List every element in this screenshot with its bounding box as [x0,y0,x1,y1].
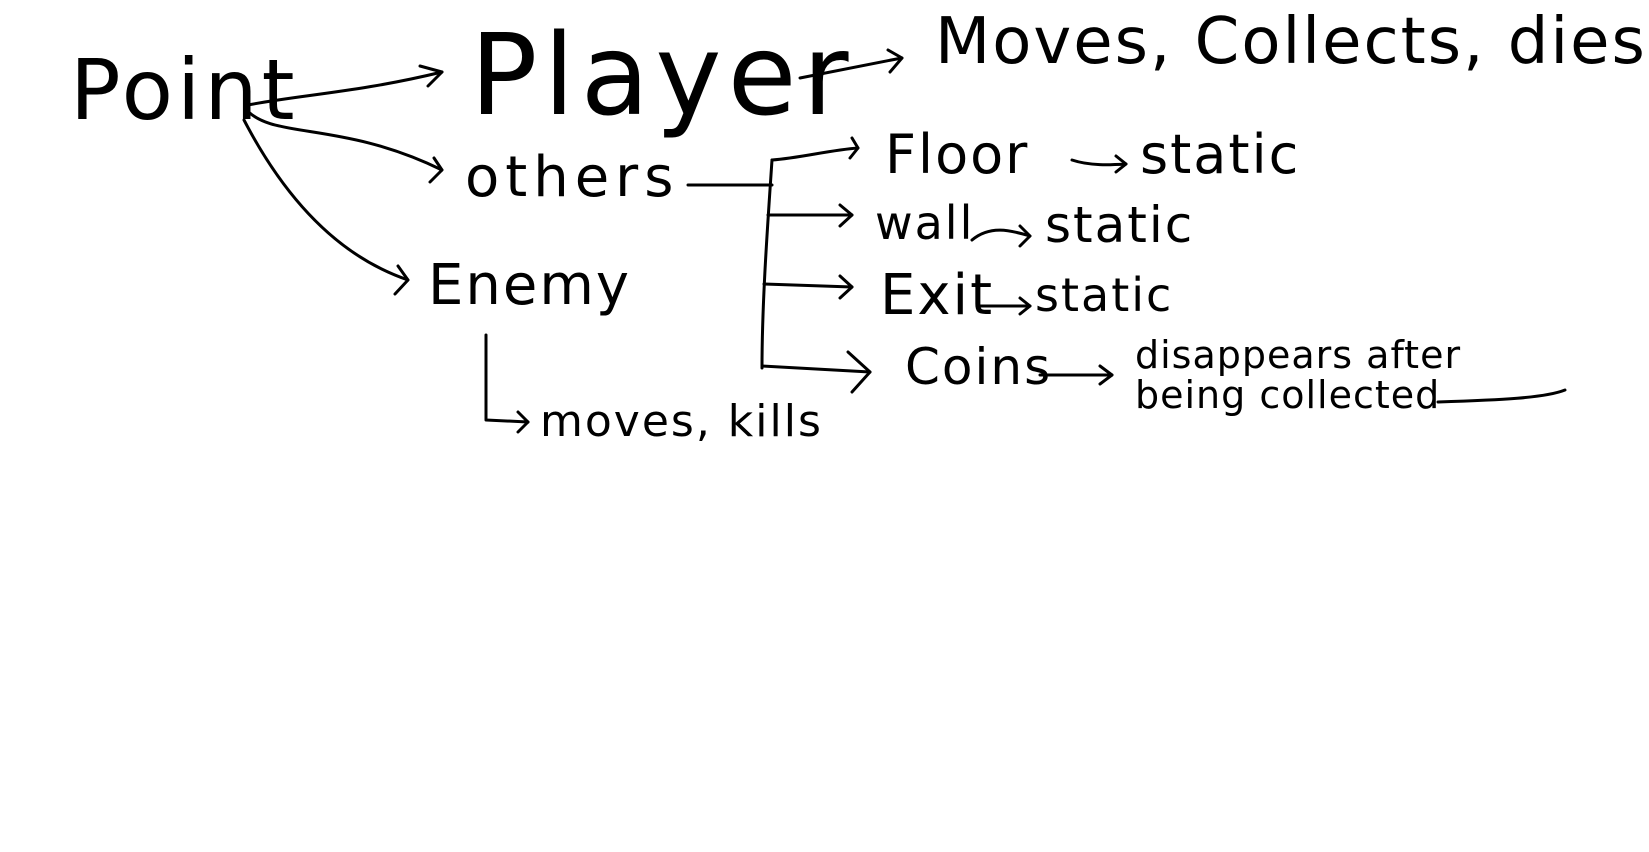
arrow-enemy-to-desc [484,333,530,424]
enemy-description: moves, kills [540,396,823,447]
underline-being [1436,388,1567,404]
arrow-wall-to-desc [970,228,1032,242]
arrowhead-wall-to-desc [1018,224,1032,248]
arrow-player-to-desc [798,56,904,80]
arrow-point-to-enemy [242,118,410,282]
arrowhead-others-to-floor [848,136,860,160]
node-coins: Coins [905,338,1053,396]
arrowhead-player-to-desc [886,48,904,74]
exit-description: static [1035,268,1174,322]
arrow-point-to-others [243,106,444,172]
arrow-others-to-coins [760,364,872,374]
arrowhead-point-to-enemy [393,264,410,296]
arrow-floor-to-desc [1070,158,1128,167]
arrow-point-to-player [246,70,444,107]
arrowhead-others-to-exit [838,274,854,300]
node-player: Player [470,11,855,141]
bracket-trunk [760,158,774,370]
node-exit: Exit [880,263,995,328]
arrow-others-to-exit [762,282,854,289]
arrow-others-to-floor [770,146,860,162]
arrowhead-point-to-others [428,156,444,184]
wall-description: static [1045,196,1195,254]
player-description: Moves, Collects, dies [935,5,1647,79]
arrowhead-others-to-wall [838,203,854,228]
arrowhead-others-to-coins [846,350,872,394]
arrowhead-enemy-to-desc [516,410,530,434]
node-floor: Floor [885,123,1030,186]
arrowhead-point-to-player [418,64,444,88]
node-point: Point [70,41,299,139]
coins-description-text: disappears after being collected [1135,333,1462,417]
arrowhead-coins-to-desc [1098,364,1114,386]
node-enemy: Enemy [428,253,632,318]
floor-description: static [1140,123,1301,186]
node-wall: wall [875,196,975,250]
arrowhead-floor-to-desc [1114,154,1128,174]
arrowhead-exit-to-desc [1018,296,1032,316]
node-others: others [465,145,680,210]
coins-description: disappears after being collected [1135,333,1565,417]
